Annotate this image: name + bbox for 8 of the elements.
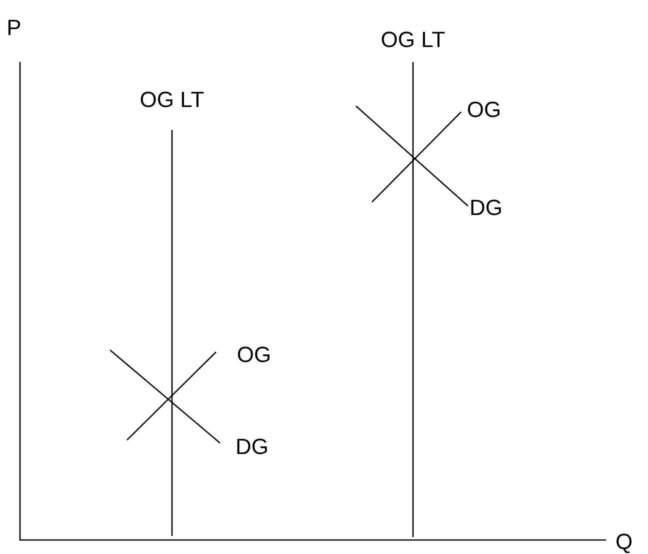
axis-or-curve-label: DG	[236, 436, 268, 458]
axis-or-curve-label: OG	[236, 344, 272, 366]
axis-or-curve-label: P	[6, 17, 22, 39]
axis-or-curve-label: Q	[615, 531, 633, 553]
axis-or-curve-label: OG LT	[380, 29, 446, 51]
axis-or-curve-label: OG	[466, 99, 502, 121]
axis-or-curve-label: OG LT	[140, 89, 204, 111]
axis-or-curve-label: DG	[470, 197, 502, 219]
